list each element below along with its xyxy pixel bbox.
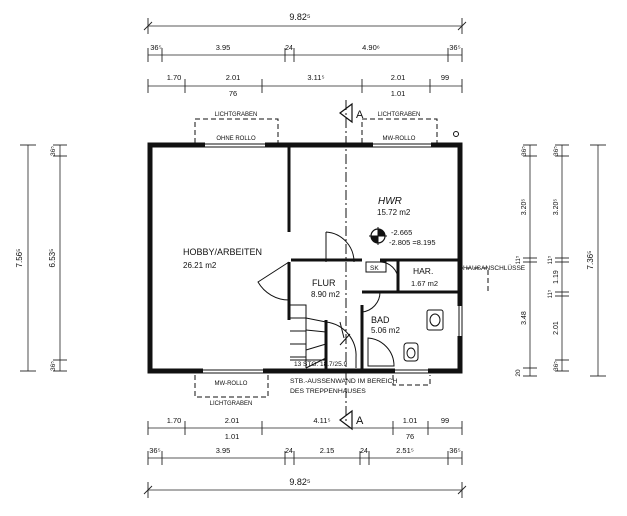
top-dim-pier-middle: 3.11⁵ <box>307 73 324 82</box>
bottom-dim-pier-left: 1.70 <box>167 416 182 425</box>
lichtgraben-top-left: LICHTGRABEN OHNE ROLLO <box>194 112 279 143</box>
right-overall-dimension: 7.36⁵ <box>586 251 595 270</box>
room-area-har: 1.67 m2 <box>411 279 438 288</box>
right-inner-dim-hwr: 3.20⁵ <box>521 199 528 216</box>
section-axis: A A <box>339 100 364 431</box>
level-lower: -2.805 =8.195 <box>389 238 436 247</box>
bottom-dim-pier-right: 99 <box>441 416 449 425</box>
bottom-dim-wall-1: 24 <box>285 448 293 455</box>
bottom-dim-window-right: 1.01 <box>403 416 418 425</box>
top-dim-pier-right: 99 <box>441 73 449 82</box>
bottom-dim-end-right: 36⁵ <box>449 446 460 455</box>
right-dimension-chains: 36⁵ 3.20⁵ 11⁵ 3.48 20 36⁵ 3.20⁵ 11⁵ 1.19… <box>515 144 606 377</box>
ohne-rollo-label: OHNE ROLLO <box>216 136 256 142</box>
mw-rollo-label: MW-ROLLO <box>383 136 416 142</box>
exterior-walls <box>147 142 463 374</box>
bottom-dim-sill-right: 76 <box>406 432 414 441</box>
bottom-dimension-chains: 1.70 2.01 4.11⁵ 1.01 99 1.01 76 36⁵ 3.95… <box>143 416 467 498</box>
stairs-label: 13 STG. 18.7/25.9 <box>294 361 348 368</box>
top-dim-wall: 24 <box>285 45 293 52</box>
room-area-hobby: 26.21 m2 <box>183 261 217 270</box>
top-dim-pier-left: 1.70 <box>167 73 182 82</box>
right-inner-dim-lower: 3.48 <box>521 311 528 325</box>
room-area-hwr: 15.72 m2 <box>377 208 411 217</box>
right-inner-dim-bottom: 20 <box>515 369 522 377</box>
room-name-flur: FLUR <box>312 278 336 288</box>
right-outer-dim-bad: 2.01 <box>553 321 560 335</box>
right-outer-dim-hwr: 3.20⁵ <box>553 199 560 216</box>
bottom-dim-window-left: 2.01 <box>225 416 240 425</box>
room-name-har: HAR. <box>413 266 433 276</box>
interior-walls <box>287 147 458 369</box>
wall-note: STB.-AUSSENWAND IM BEREICH DES TREPPENHA… <box>290 378 397 395</box>
bottom-dim-wall-2: 24 <box>360 448 368 455</box>
hausanschluss-label: HAUSANSCHLÜSSE <box>463 264 526 272</box>
room-area-bad: 5.06 m2 <box>371 326 400 335</box>
room-name-hobby: HOBBY/ARBEITEN <box>183 247 262 257</box>
top-dim-window-left: 2.01 <box>226 73 241 82</box>
top-dim-end-left: 36⁵ <box>150 43 161 52</box>
left-dim-top-end: 36⁵ <box>50 146 57 156</box>
lichtgraben-top-right: LICHTGRABEN MW-ROLLO <box>361 112 438 143</box>
top-dim-hobby-width: 3.95 <box>216 43 231 52</box>
right-outer-dim-wall-2: 11⁵ <box>547 289 554 298</box>
level-marker: -2.665 -2.805 =8.195 <box>369 227 436 247</box>
room-area-flur: 8.90 m2 <box>311 290 340 299</box>
room-name-sk: SK <box>370 265 379 272</box>
room-name-bad: BAD <box>371 315 390 325</box>
marker-circle <box>453 131 459 137</box>
top-dim-end-right: 36⁵ <box>449 43 460 52</box>
toilet <box>403 342 419 362</box>
mw-rollo-label-bottom: MW-ROLLO <box>215 381 248 387</box>
left-dimension-chains: 7.56⁵ 36⁵ 6.53⁵ 36⁵ <box>15 144 67 372</box>
room-labels: HOBBY/ARBEITEN 26.21 m2 HWR 15.72 m2 FLU… <box>183 196 438 335</box>
section-label-top: A <box>356 109 364 121</box>
right-outer-dim-bottom-end: 36⁵ <box>553 361 560 371</box>
left-dim-inner: 6.53⁵ <box>48 249 57 268</box>
lichtgraben-bottom: MW-ROLLO LICHTGRABEN <box>194 375 431 407</box>
bottom-overall-dimension: 9.82⁵ <box>289 477 311 487</box>
bottom-dim-pier-middle: 4.11⁵ <box>313 416 330 425</box>
washbasin <box>426 309 444 331</box>
lichtgraben-label-bottom: LICHTGRABEN <box>210 401 253 407</box>
lichtgraben-label: LICHTGRABEN <box>215 112 258 118</box>
bottom-dim-bad-width: 2.51⁵ <box>396 446 414 455</box>
note-line-1: STB.-AUSSENWAND IM BEREICH <box>290 378 397 385</box>
section-label-bottom: A <box>356 415 364 427</box>
right-inner-dim-wall: 11⁵ <box>515 255 522 264</box>
top-dim-window-right: 2.01 <box>391 73 406 82</box>
right-inner-dim-top-end: 36⁵ <box>521 146 528 156</box>
room-name-hwr: HWR <box>378 196 402 207</box>
right-outer-dim-har: 1.19 <box>553 270 560 284</box>
lichtgraben-label: LICHTGRABEN <box>378 112 421 118</box>
left-overall-dimension: 7.56⁵ <box>15 249 24 268</box>
bottom-dim-sill-left: 1.01 <box>225 432 240 441</box>
bathroom-fixtures <box>367 309 444 367</box>
top-dim-hwr-width: 4.90⁶ <box>362 43 380 52</box>
top-dim-sill-right: 1.01 <box>391 89 406 98</box>
bottom-dim-hobby-width: 3.95 <box>216 446 231 455</box>
top-dim-sill-left: 76 <box>229 89 237 98</box>
top-dimension-chains: 9.82⁵ 36⁵ 3.95 24 4.90⁶ 36⁵ 1.70 2.01 3.… <box>143 12 467 98</box>
top-overall-dimension: 9.82⁵ <box>289 12 311 22</box>
bottom-dim-end-left: 36⁵ <box>149 446 160 455</box>
staircase: 13 STG. 18.7/25.9 <box>290 304 357 369</box>
hausanschluss-pointer: HAUSANSCHLÜSSE <box>458 264 526 294</box>
note-line-2: DES TREPPENHAUSES <box>290 388 366 395</box>
level-upper: -2.665 <box>391 228 412 237</box>
right-outer-dim-top-end: 36⁵ <box>553 146 560 156</box>
left-dim-bottom-end: 36⁵ <box>50 361 57 371</box>
right-outer-dim-wall-1: 11⁵ <box>547 255 554 264</box>
bottom-dim-stair-width: 2.15 <box>320 446 335 455</box>
